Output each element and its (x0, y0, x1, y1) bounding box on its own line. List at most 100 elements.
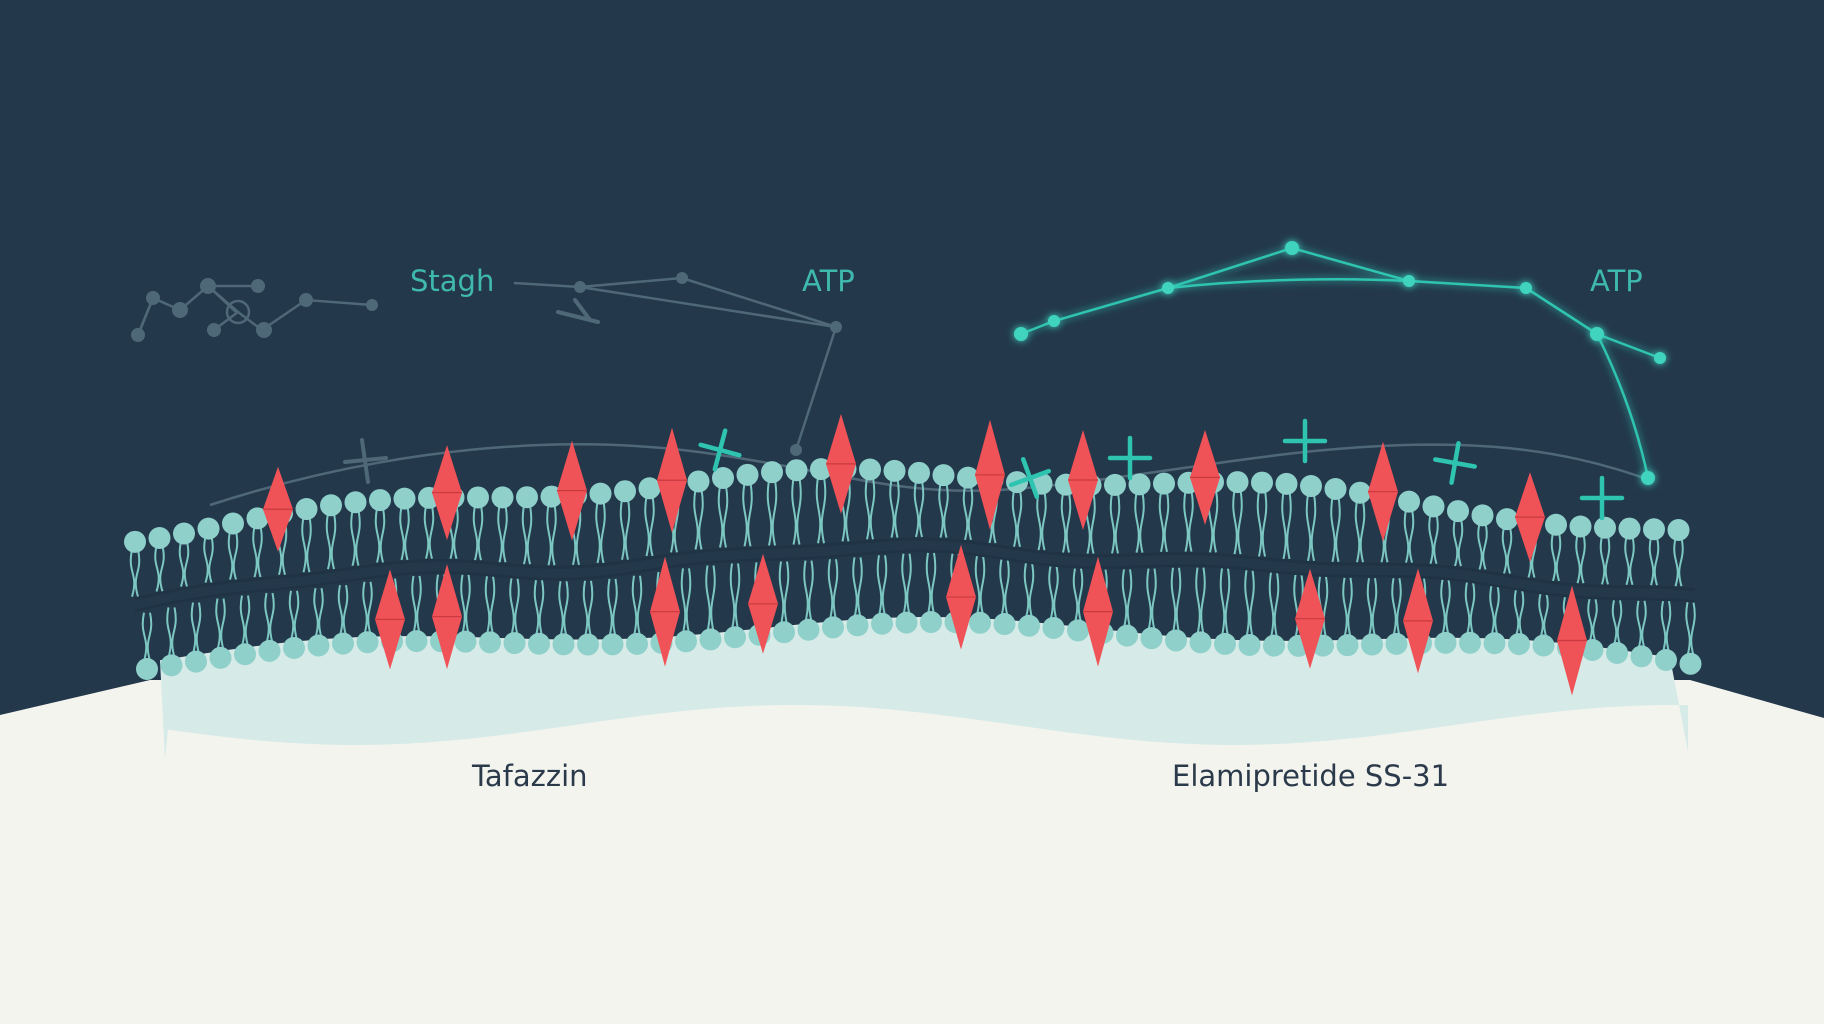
label-atp-right: ATP (1590, 264, 1643, 298)
lipid-head (859, 458, 881, 481)
lipid-head (136, 657, 158, 680)
lipid-head (503, 632, 526, 655)
lipid-head (626, 632, 648, 655)
atp-glow-nodes (1014, 241, 1666, 485)
label-tafazzin: Tafazzin (471, 759, 588, 793)
lipid-head (1385, 632, 1408, 655)
lipid-head (491, 486, 514, 509)
lipid-head (785, 459, 808, 482)
lipid-head (1189, 631, 1212, 654)
lipid-head (1667, 518, 1690, 541)
teal-peptides (698, 418, 1625, 521)
lipid-head (1238, 634, 1261, 657)
lipid-head (601, 633, 624, 656)
lipid-head (1471, 504, 1494, 527)
lipid-head (1508, 633, 1530, 656)
lipid-head (124, 530, 146, 553)
lipid-head (1214, 632, 1236, 655)
lipid-head (320, 494, 342, 517)
lipid-head (1594, 516, 1616, 539)
lipid-head (1434, 631, 1457, 654)
lipid-head (1336, 634, 1359, 657)
teal-cross-peptide-icon (1008, 456, 1052, 500)
lipid-head (1569, 515, 1592, 538)
lipid-head (1018, 614, 1040, 637)
lipid-head (577, 633, 599, 656)
lipid-head (1459, 631, 1481, 654)
lipid-head (1324, 478, 1347, 501)
lipid-head (1153, 472, 1175, 495)
lipid-head (246, 507, 269, 530)
lipid-head (1532, 634, 1555, 657)
lipid-head (344, 491, 367, 514)
lipid-head (1251, 471, 1273, 494)
lipid-head (993, 613, 1016, 636)
lipid-head (932, 464, 955, 487)
lipid-head (467, 486, 489, 509)
lipid-head (1398, 490, 1420, 513)
lipid-head (736, 463, 759, 486)
lipid-head (1630, 645, 1653, 668)
lipid-head (846, 614, 869, 637)
lipid-head (638, 477, 661, 500)
lipid-head (479, 631, 501, 654)
lipid-head (1104, 473, 1126, 496)
lipid-head (822, 616, 844, 639)
lipid-head (1422, 495, 1445, 518)
lipid-head (1483, 632, 1506, 655)
lipid-head (552, 633, 575, 656)
faint-peptide-icon (343, 298, 600, 484)
lipid-head (687, 470, 710, 493)
lipid-head (1275, 472, 1298, 495)
lipid-head (283, 636, 305, 659)
lipid-head (454, 630, 477, 653)
lipid-head (1496, 508, 1518, 531)
teal-cross-peptide-icon (698, 428, 742, 472)
teal-cross-peptide-icon (1433, 441, 1477, 485)
lipid-head (1581, 639, 1604, 662)
lipid-head (1140, 627, 1163, 650)
lipid-head (1618, 517, 1641, 540)
atp-glow-network (1020, 246, 1661, 479)
lipid-head (1300, 475, 1322, 498)
stagh-network-nodes (574, 272, 842, 456)
lipid-head (895, 611, 918, 634)
lipid-head (1042, 616, 1065, 639)
lipid-head (173, 522, 195, 545)
lipid-head (234, 643, 256, 666)
lipid-head (160, 654, 183, 677)
lipid-head (724, 626, 746, 649)
faint-molecule-nodes (131, 278, 378, 342)
label-atp-left: ATP (802, 264, 855, 298)
lipid-head (185, 650, 207, 673)
lipid-head (516, 486, 538, 509)
lipid-head (1349, 481, 1371, 504)
lipid-head (712, 466, 734, 489)
lipid-head (528, 632, 550, 655)
lipid-head (209, 646, 232, 669)
lipid-head (295, 498, 318, 521)
lipid-head (908, 461, 930, 484)
lipid-head (920, 611, 942, 634)
label-elamipretide: Elamipretide SS-31 (1172, 759, 1449, 793)
lipid-head (1679, 652, 1702, 675)
lipid-head (589, 482, 612, 505)
lipid-head (369, 489, 391, 512)
lipid-head (871, 612, 893, 635)
teal-cross-peptide-icon (1107, 435, 1153, 481)
lipid-head (797, 618, 820, 641)
lipid-head (307, 634, 330, 657)
lipid-head (1067, 619, 1089, 642)
lipid-head (773, 621, 795, 644)
lipid-head (1606, 642, 1628, 665)
membrane-core-line-inner (134, 549, 1696, 612)
lipid-head (1263, 634, 1285, 657)
lipid-head (148, 526, 171, 549)
lipid-head (393, 487, 416, 510)
lipid-head (1116, 624, 1138, 647)
lipid-head (258, 639, 281, 662)
teal-cross-peptide-icon (1282, 418, 1328, 464)
lipid-head (969, 611, 991, 634)
red-proteins (263, 413, 1587, 696)
lipid-head (1165, 629, 1187, 652)
